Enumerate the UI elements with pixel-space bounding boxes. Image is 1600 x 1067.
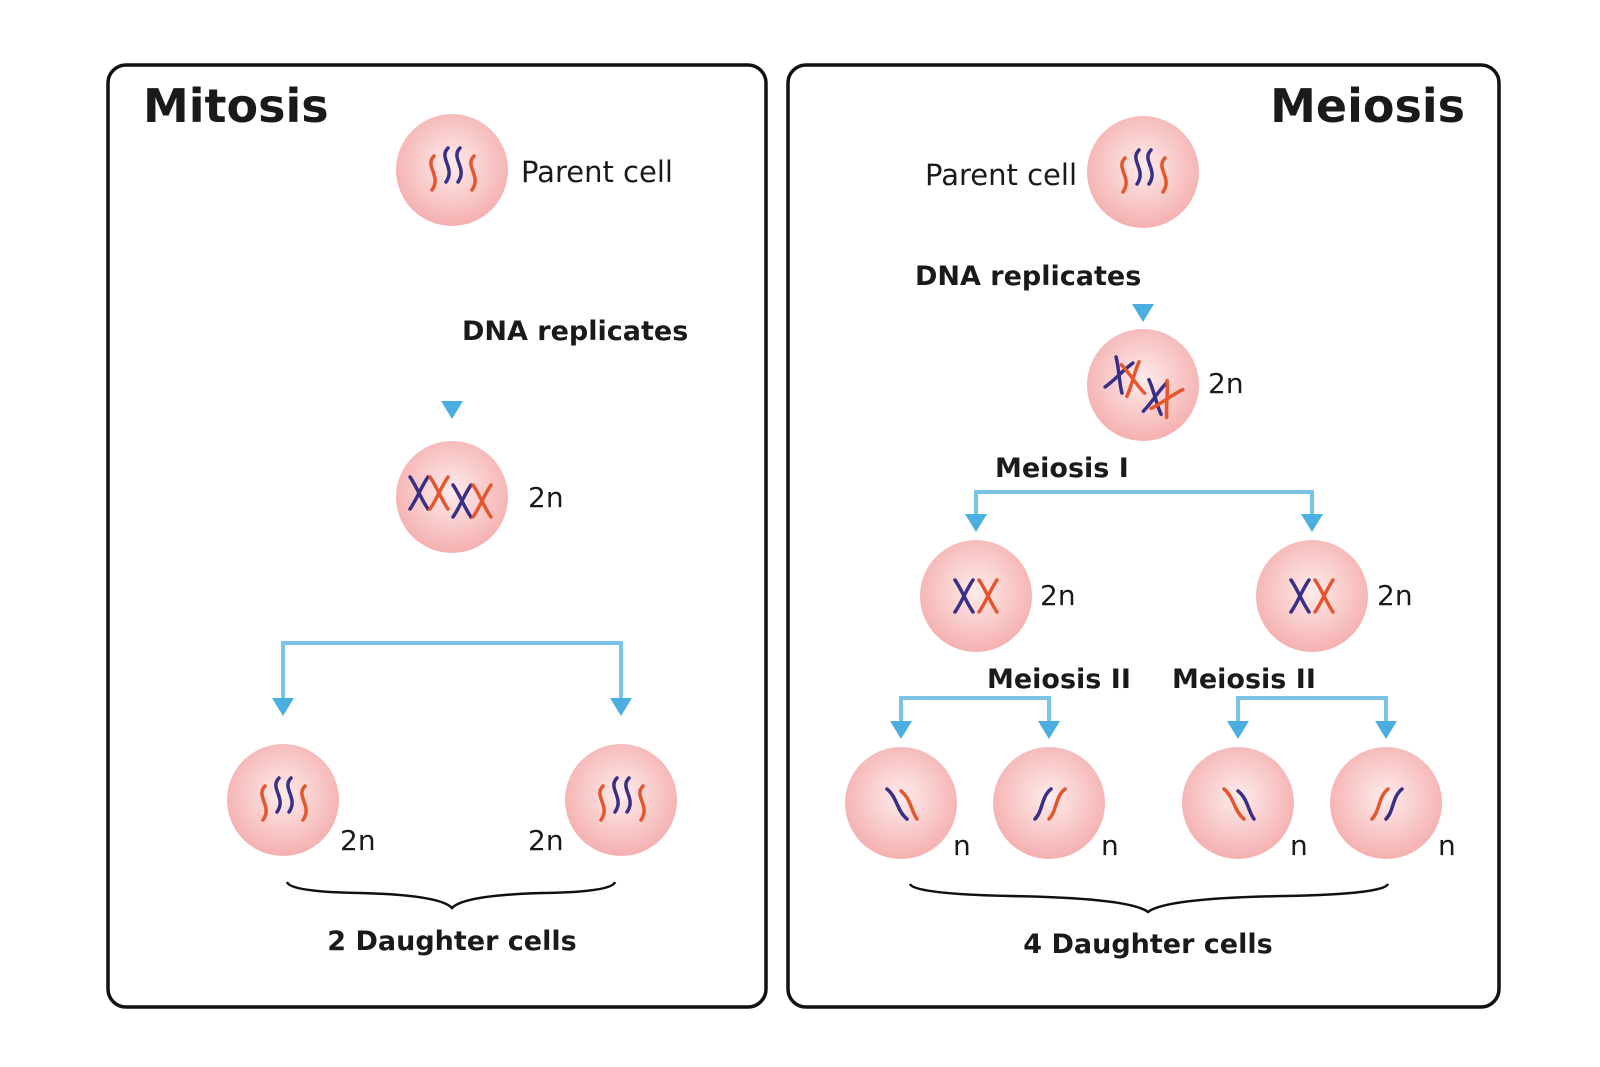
meiosis-daughter-ploidy: n [1101,829,1119,862]
brace [908,883,1390,914]
meiosis-parent-cell [1087,116,1199,228]
mitosis-daughter-ploidy: 2n [340,824,376,857]
meiosis-panel [786,63,1501,1009]
meiosis-1-ploidy: 2n [1040,579,1076,612]
mitosis-daughter-ploidy: 2n [528,824,564,857]
meiosis-daughter-ploidy: n [953,829,971,862]
meiosis-2-label: Meiosis II [1172,664,1316,695]
meiosis-daughter-ploidy: n [1290,829,1308,862]
meiosis-replicated-cell [1087,329,1199,441]
meiosis-daughter-cell [845,747,957,859]
meiosis-daughter-ploidy: n [1438,829,1456,862]
mitosis-split-arrows [272,585,632,716]
mitosis-daughter-cell [565,744,677,856]
meiosis-1-cell [920,540,1032,652]
mitosis-parent-label: Parent cell [521,155,673,189]
meiosis-daughter-cell [1182,747,1294,859]
meiosis-2-arrows [890,668,1397,739]
mitosis-daughter-cell [227,744,339,856]
meiosis-step-label: DNA replicates [915,261,1141,292]
mitosis-summary: 2 Daughter cells [327,926,576,957]
meiosis-daughter-cell [993,747,1105,859]
mitosis-replicated-cell [396,441,508,553]
meiosis-1-cell [1256,540,1368,652]
mitosis-replicated-ploidy: 2n [528,481,564,514]
meiosis-1-label: Meiosis I [995,453,1129,484]
meiosis-1-arrows [965,462,1323,532]
meiosis-2-label: Meiosis II [987,664,1131,695]
mitosis-step-label: DNA replicates [462,316,688,347]
meiosis-summary: 4 Daughter cells [1023,929,1272,960]
brace [285,881,617,910]
meiosis-daughter-cell [1330,747,1442,859]
meiosis-parent-label: Parent cell [925,158,1077,192]
meiosis-1-ploidy: 2n [1377,579,1413,612]
mitosis-parent-cell [396,114,508,226]
meiosis-title: Meiosis [1270,79,1465,133]
mitosis-title: Mitosis [143,79,329,133]
meiosis-replicated-ploidy: 2n [1208,367,1244,400]
